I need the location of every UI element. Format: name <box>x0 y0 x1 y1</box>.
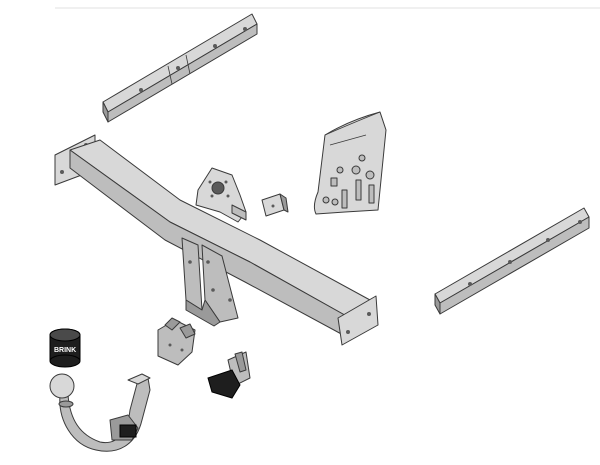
locking-element <box>207 351 251 399</box>
main-crossbeam <box>54 134 379 346</box>
upper-mounting-rail <box>102 13 258 123</box>
lower-mounting-rail <box>434 207 590 315</box>
brand-label: BRINK <box>54 347 76 354</box>
fastener-bag <box>313 111 387 215</box>
socket-holder-plate <box>195 167 247 223</box>
socket-cover-cap: BRINK <box>49 328 81 368</box>
tow-ball-neck <box>49 373 151 452</box>
small-bracket <box>261 193 289 217</box>
bolts-and-nuts <box>322 154 375 209</box>
socket-bracket <box>157 317 196 366</box>
